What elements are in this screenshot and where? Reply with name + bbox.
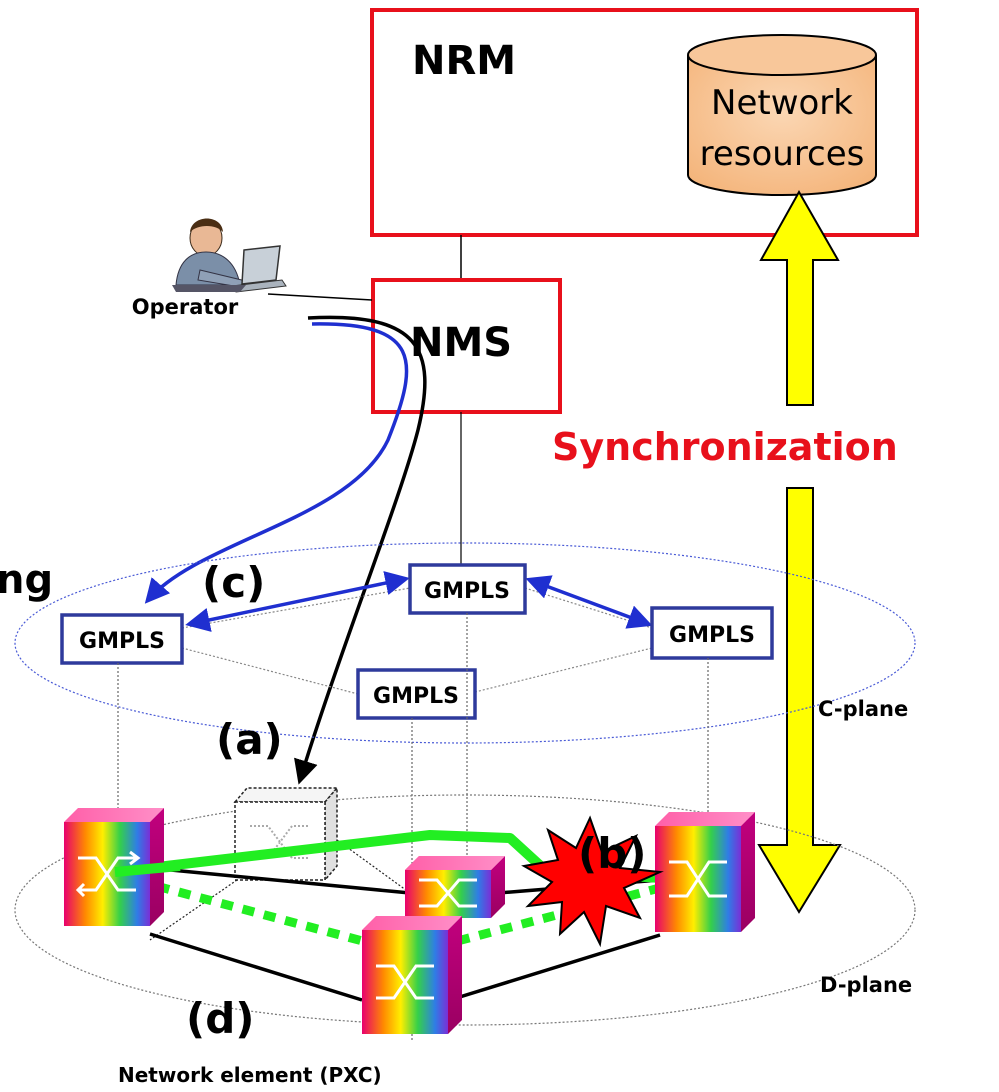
gmpls-node-bottom: GMPLS xyxy=(356,668,477,720)
pxc-node-right xyxy=(655,812,755,932)
db-label-line1: Network xyxy=(711,83,853,123)
dotted-pxc xyxy=(233,785,339,883)
pxc-node-bottom xyxy=(362,916,462,1034)
gmpls-node-top: GMPLS xyxy=(408,563,527,615)
nms-label: NMS xyxy=(410,320,512,366)
truncated-label: ng xyxy=(0,557,53,603)
working-path-green-overlay xyxy=(114,861,181,877)
pxc-node-top xyxy=(405,856,505,918)
step-c-label: (c) xyxy=(202,558,265,607)
operator-figure xyxy=(172,218,287,293)
svg-text:GMPLS: GMPLS xyxy=(79,629,165,654)
step-a-label: (a) xyxy=(216,715,283,764)
synchronization-arrow xyxy=(757,189,842,914)
pxc-node-top-upper xyxy=(405,856,505,870)
projection-line-left xyxy=(149,879,238,941)
c-plane-label: C-plane xyxy=(818,697,908,721)
nms-box xyxy=(371,278,562,414)
gmpls-link-top-right xyxy=(525,575,653,629)
operator-to-pxc-black-arrow xyxy=(294,315,427,785)
c-plane-ellipse xyxy=(14,542,916,744)
gmpls-node-left: GMPLS xyxy=(60,613,184,665)
step-d-label: (d) xyxy=(186,994,254,1043)
db-label-line2: resources xyxy=(700,134,865,174)
d-plane-label: D-plane xyxy=(820,973,912,997)
synchronization-label: Synchronization xyxy=(552,425,898,469)
network-element-label: Network element (PXC) xyxy=(118,1063,382,1087)
nrm-box xyxy=(370,8,919,237)
gmpls-link-left-top xyxy=(185,571,410,632)
operator-nms-line xyxy=(267,293,373,301)
svg-text:GMPLS: GMPLS xyxy=(669,623,755,648)
d-plane-ellipse xyxy=(14,794,916,1026)
svg-text:GMPLS: GMPLS xyxy=(373,684,459,709)
gmpls-node-right: GMPLS xyxy=(650,606,774,660)
projection-line-right xyxy=(336,839,411,894)
failure-burst xyxy=(521,815,664,948)
operator-to-gmpls-blue-arrow xyxy=(144,322,409,604)
network-resources-db: Network resources xyxy=(687,34,877,196)
step-b-label: (b) xyxy=(578,829,646,878)
nrm-label: NRM xyxy=(412,38,516,84)
operator-label: Operator xyxy=(132,295,239,319)
svg-text:GMPLS: GMPLS xyxy=(424,579,510,604)
